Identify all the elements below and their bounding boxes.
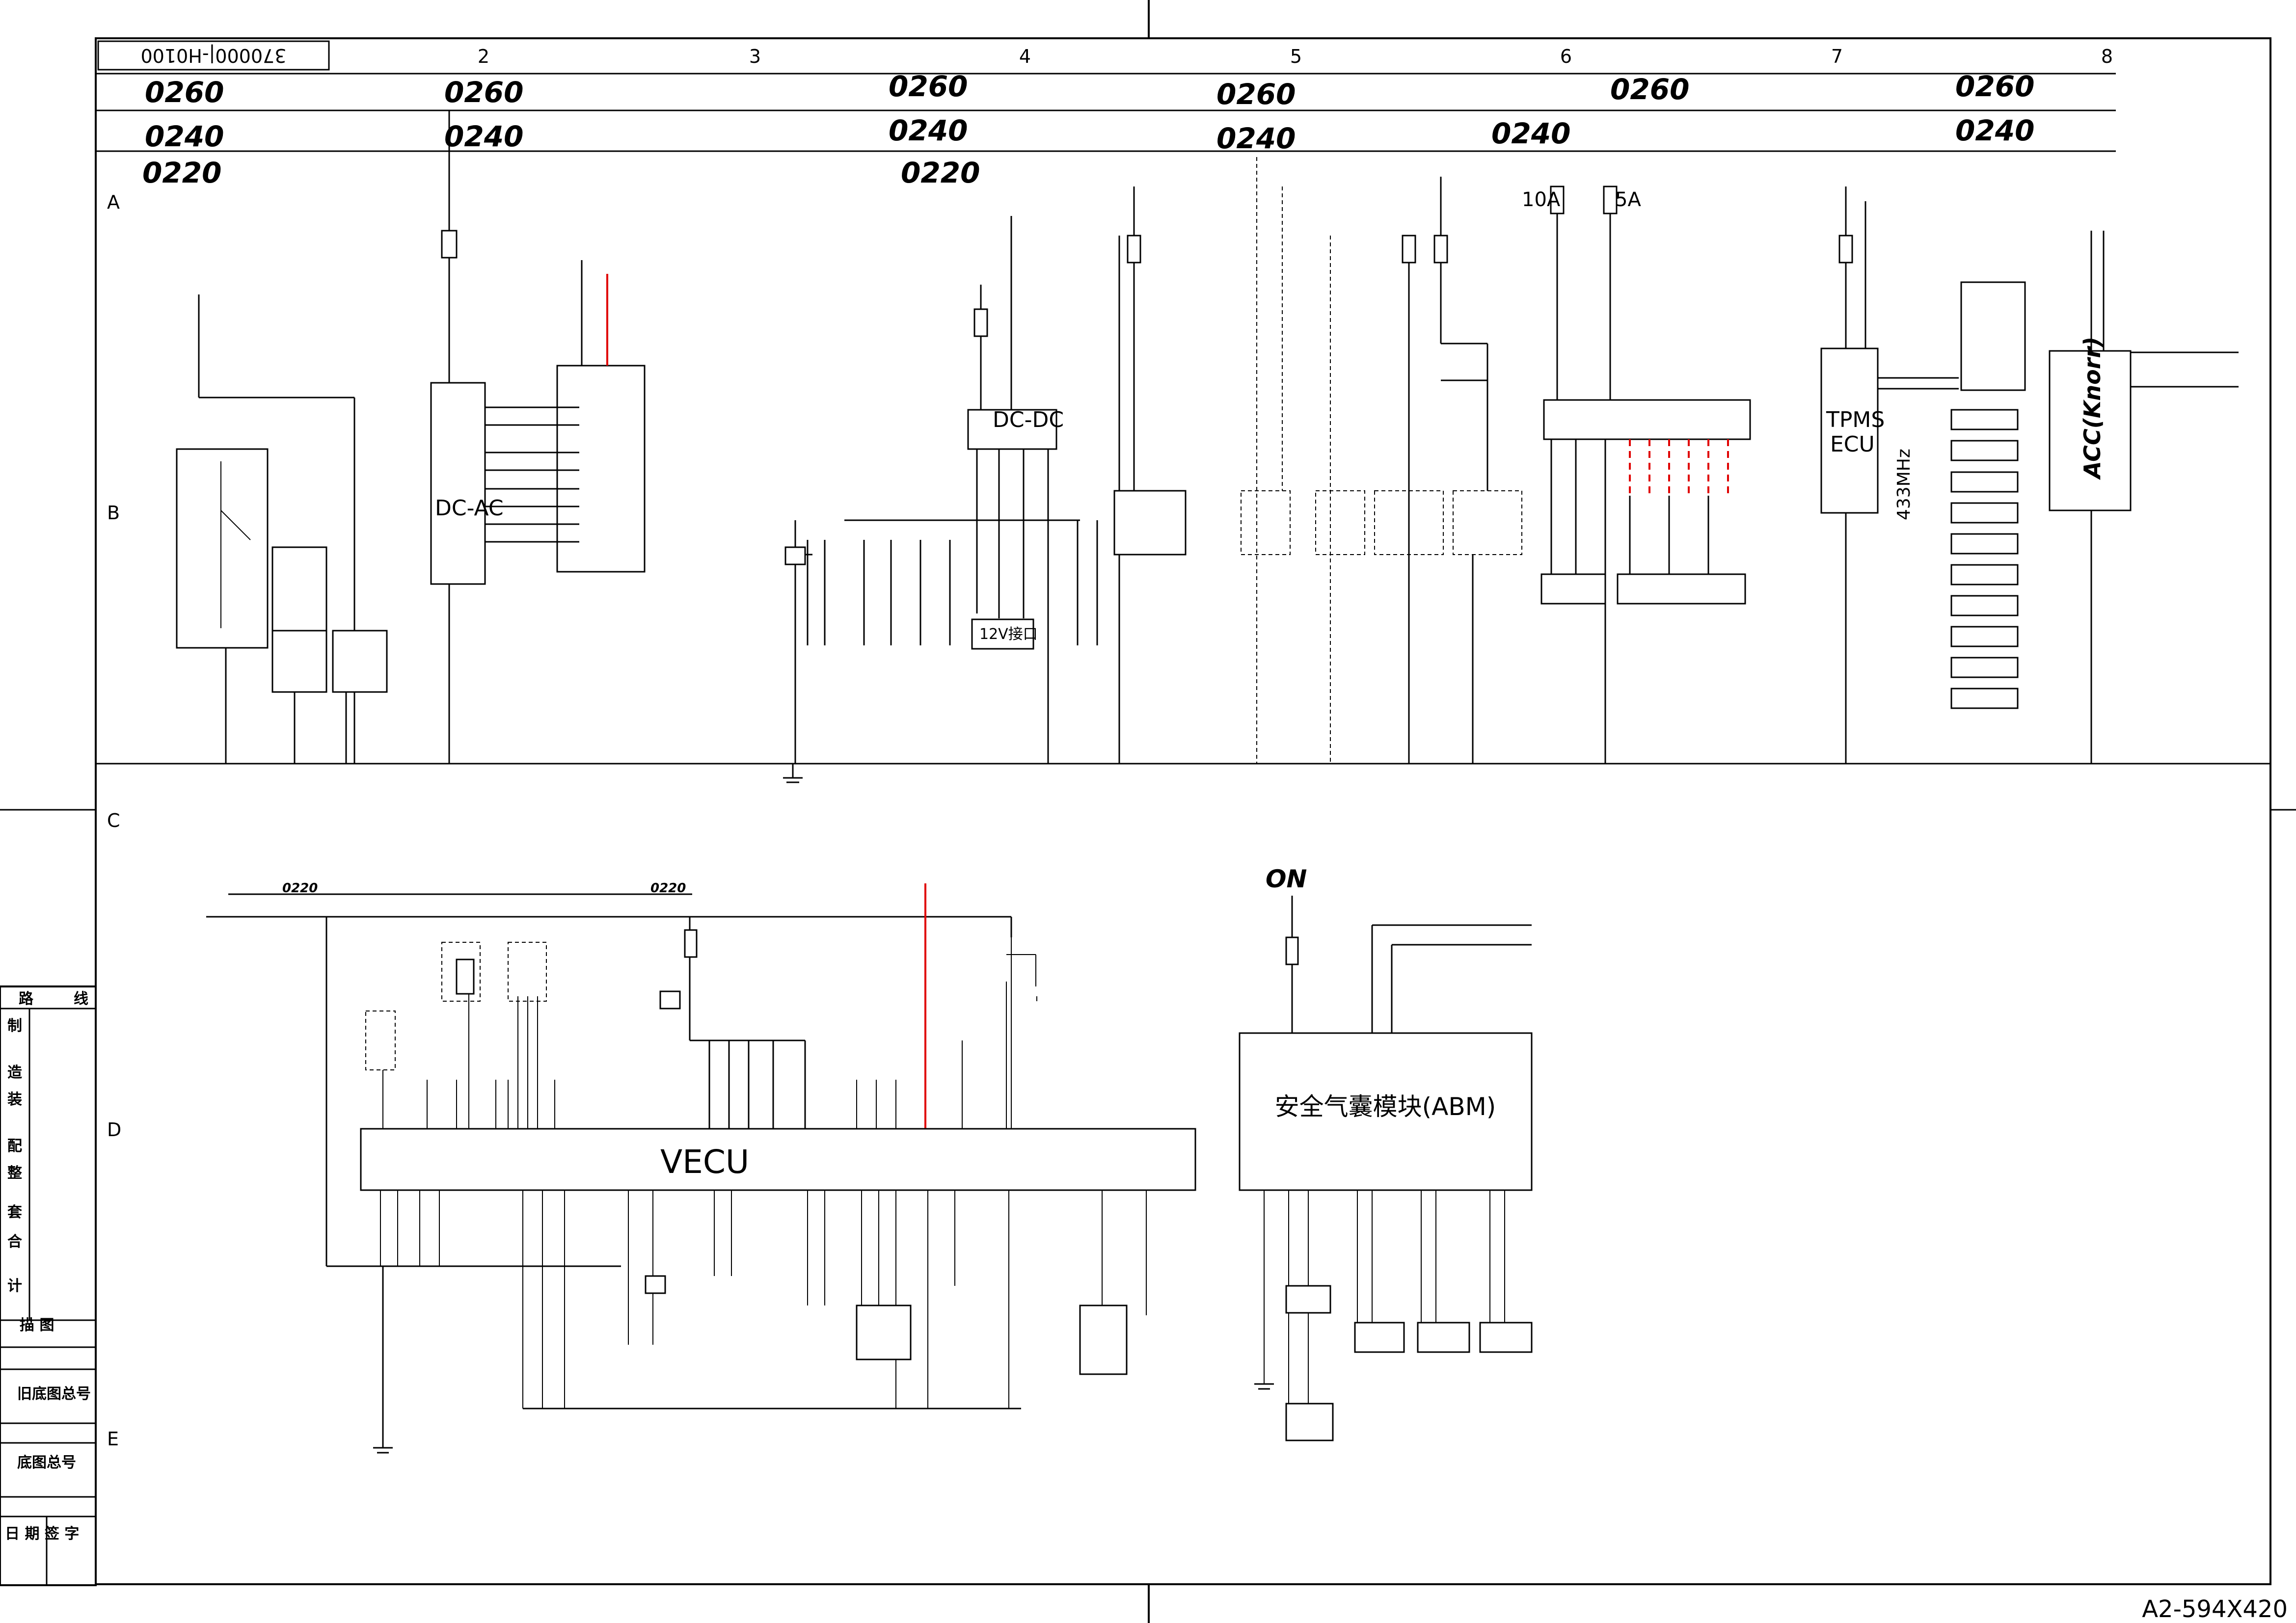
sidebar-cell: 套 [7,1204,22,1221]
sidebar-cell: 计 [7,1277,22,1295]
zone-row: B [107,502,120,524]
zone-column: 5 [1290,46,1302,67]
zone-row: C [107,810,120,831]
wire-size-label: 0260 [444,76,523,109]
dc-dc-label: DC-DC [993,407,1064,432]
sidebar-cell: 配 [7,1138,22,1155]
drawing-number: 370000|-H0100 [141,44,287,66]
tpms-ecu-label: ECU [1830,432,1875,457]
zone-column: 8 [2101,46,2113,67]
sidebar-cell: 描 图 [20,1317,54,1334]
wire-size-label: 0240 [1955,114,2034,147]
zone-column: 6 [1560,46,1572,67]
wire-size-label: 0260 [1216,78,1296,111]
sidebar-cell: 旧底图总号 [17,1385,91,1403]
wire-size-label: 0260 [145,76,224,109]
sidebar-cell: 路 [19,990,34,1008]
frequency-label: 433MHz [1894,449,1914,520]
zone-row: E [107,1428,119,1450]
lower-circuits: VECU [206,883,1196,1454]
zone-row: A [107,191,120,213]
dc-ac-label: DC-AC [435,496,504,521]
sidebar-cell: 造 [7,1064,22,1081]
on-label: ON [1266,865,1307,893]
sidebar-cell: 线 [74,990,88,1008]
sidebar-cell: 整 [7,1165,22,1182]
sidebar-cell: 合 [7,1233,22,1251]
zone-row: D [107,1119,121,1141]
wire-size-label: 0220 [901,156,980,189]
zone-column: 7 [1831,46,1843,67]
wire-size-label: 0240 [1216,122,1296,155]
wire-size-label: 0240 [889,114,968,147]
acc-knorr-label: ACC(Knorr) [2079,337,2106,480]
zone-rows: A B C D E [107,191,121,1450]
vecu-label: VECU [660,1143,749,1181]
zone-column: 3 [749,46,761,67]
wire-size-label: 0260 [1955,70,2034,103]
wire-size-label: 0240 [1491,117,1570,150]
sidebar-cell: 底图总号 [17,1454,76,1471]
fuse-10a-label: 10A [1522,188,1561,211]
sheet-size-note: A2-594X420 [2142,1596,2288,1623]
wire-size-label: 0240 [444,120,523,153]
wire-size-label: 0220 [282,881,318,896]
sidebar-cell: 日 期 签 字 [5,1525,79,1543]
sidebar-cell: 装 [7,1091,22,1108]
zone-column: 2 [478,46,489,67]
wire-size-label: 0220 [142,156,221,189]
abm-label: 安全气囊模块(ABM) [1275,1092,1496,1121]
wire-size-label: 0240 [145,120,224,153]
upper-circuits: DC-AC DC-DC 12V接口 [176,110,2239,783]
wire-size-label: 0220 [650,881,686,896]
wire-size-label: 0260 [1610,73,1689,106]
sidebar-cell: 制 [7,1017,22,1035]
sidebar-table: 路 线 制 造 装 配 整 套 合 计 描 图 旧底图总号 底图总号 日 期 签… [0,985,97,1586]
wire-size-label: 0260 [889,70,968,103]
abm-circuit: ON 安全气囊模块(ABM) [1239,865,1533,1441]
zone-columns: 2 3 4 5 6 7 8 [478,46,2113,67]
zone-column: 4 [1019,46,1031,67]
port-12v-label: 12V接口 [979,626,1038,643]
wire-size-labels: 0260 0260 0260 0260 0260 0260 0240 0240 … [142,70,2034,896]
fuse-5a-label: 5A [1615,188,1641,211]
tpms-label: TPMS [1826,407,1885,432]
